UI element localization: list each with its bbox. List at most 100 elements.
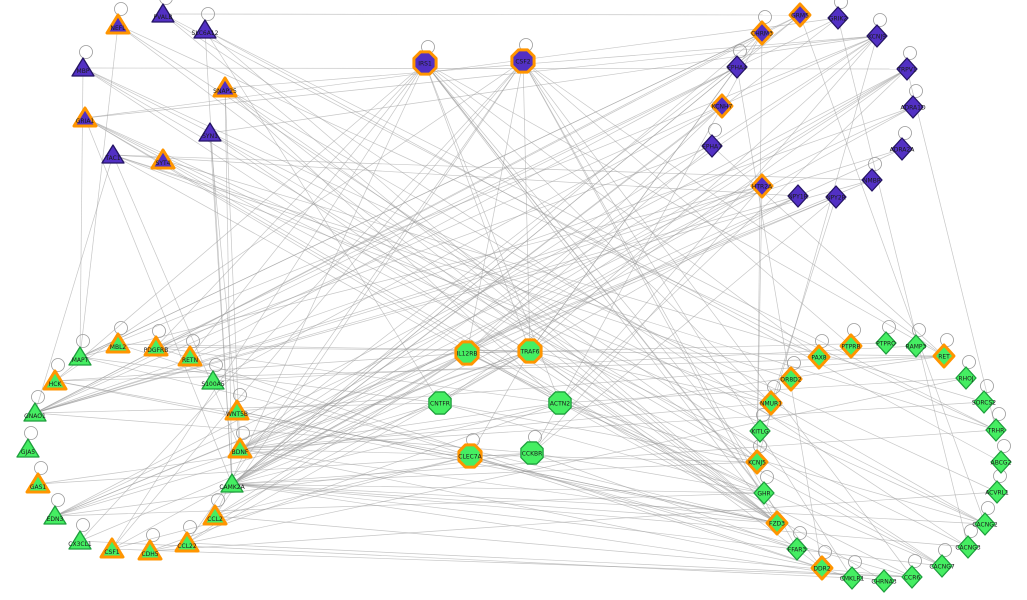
diamond-glyph: [825, 185, 847, 209]
self-loop-HCK: [51, 358, 65, 372]
edge-CCKBR-NPY2R: [531, 196, 837, 454]
edge-IRS1-RETN: [189, 62, 426, 358]
edge-ADRA2A-GNAO1: [34, 148, 903, 414]
node-CSF2[interactable]: CSF2: [510, 48, 536, 74]
node-CACNG2[interactable]: CACNG2: [972, 512, 998, 536]
edge-WNT5B-RET: [236, 355, 945, 412]
node-ADRA1D[interactable]: ADRA1D: [900, 95, 926, 119]
edge-CCKBR-EDN3: [54, 452, 533, 517]
node-IL12RB[interactable]: IL12RB: [454, 340, 480, 366]
node-DDR2[interactable]: DDR2: [810, 555, 834, 581]
diamond-glyph: [726, 55, 748, 79]
edge-MBP-ACVRL1: [82, 67, 998, 493]
node-ACTN2[interactable]: ACTN2: [548, 391, 572, 415]
edge-SYT4-SORCS2: [162, 159, 985, 403]
node-NMBR[interactable]: NMBR: [861, 168, 883, 192]
edge-FZD3-TAC1: [112, 154, 778, 524]
self-loop-KITLG: [756, 408, 770, 422]
node-KCNJ5[interactable]: KCNJ5: [745, 449, 769, 475]
node-CHRNA3[interactable]: CHRNA3: [871, 569, 897, 593]
node-MAPT[interactable]: MAPT: [68, 346, 92, 366]
node-CNTFR[interactable]: CNTFR: [428, 391, 452, 415]
node-SLC6A12[interactable]: SLC6A12: [192, 19, 219, 39]
edge-KCNJ9-GNAO1: [34, 35, 878, 414]
node-CX3CL1[interactable]: CX3CL1: [68, 530, 92, 550]
node-CLEC7A[interactable]: CLEC7A: [457, 443, 483, 469]
node-GJA5[interactable]: GJA5: [16, 438, 40, 458]
diamond-glyph: [807, 344, 831, 370]
node-KCNH7[interactable]: KCNH7: [710, 93, 734, 119]
edge-BDNF-NMUR1: [239, 402, 772, 450]
edge-GRM5-CACNG2: [799, 14, 986, 525]
node-MBP[interactable]: MBP: [71, 57, 95, 77]
node-IRS1[interactable]: IRS1: [412, 50, 438, 76]
triangle-glyph: [105, 13, 131, 35]
node-NEFL[interactable]: NEFL: [105, 13, 131, 35]
self-loop-NEFL: [114, 2, 128, 16]
triangle-glyph: [220, 473, 244, 493]
node-CCR6[interactable]: CCR6: [901, 565, 923, 589]
edge-CAMK2A-TRHR: [231, 429, 997, 485]
node-CACNG7[interactable]: CACNG7: [929, 554, 955, 578]
edge-CCKBR-GNAO1: [34, 412, 533, 454]
self-loop-PDGFRB: [152, 324, 166, 338]
node-PAX8[interactable]: PAX8: [807, 344, 831, 370]
edge-CAMK2A-ADRA1D: [231, 106, 914, 485]
node-SORCS2[interactable]: SORCS2: [972, 390, 996, 414]
edge-CSF2-CSF1: [111, 60, 524, 550]
edge-NEFL-CACNG7: [117, 24, 943, 567]
edge-CAMK2A-GRIA1: [84, 117, 233, 485]
node-S100A5[interactable]: S100A5: [201, 370, 225, 390]
self-loop-MBL2: [114, 321, 128, 335]
node-HCK[interactable]: HCK: [42, 369, 68, 391]
edge-NMBR-GNAO1: [34, 179, 873, 414]
node-TAC1[interactable]: TAC1: [101, 144, 125, 164]
node-PTPRO[interactable]: PTPRO: [875, 331, 897, 355]
edge-SYN1-KCNJ9: [209, 35, 878, 134]
self-loop-GNAO1: [31, 390, 45, 404]
diamond-glyph: [710, 93, 734, 119]
node-FZD3[interactable]: FZD3: [765, 510, 789, 536]
triangle-glyph: [68, 346, 92, 366]
edge-FZD3-PVALB: [162, 13, 778, 524]
node-PVALB[interactable]: PVALB: [151, 3, 175, 23]
node-CHRM3[interactable]: CHRM3: [750, 20, 774, 46]
diamond-glyph: [861, 168, 883, 192]
edge-GRIA1-CACNG7: [84, 117, 943, 567]
node-PTPRB[interactable]: PTPRB: [839, 333, 863, 359]
node-CMKLR1[interactable]: CMKLR1: [840, 566, 865, 590]
triangle-glyph: [99, 537, 125, 559]
triangle-glyph: [23, 402, 47, 422]
self-loop-GHR: [760, 470, 774, 484]
node-OR8D2[interactable]: OR8D2: [779, 366, 803, 392]
node-GNAO1[interactable]: GNAO1: [23, 402, 47, 422]
node-CACNG3[interactable]: CACNG3: [955, 535, 981, 559]
node-GRM5[interactable]: GRM5: [788, 2, 812, 28]
node-NPY1R[interactable]: NPY1R: [787, 184, 809, 208]
edge-CLEC7A-CCL2: [214, 455, 471, 517]
node-EPHA4[interactable]: EPHA4: [726, 55, 748, 79]
node-ACVRL1[interactable]: ACVRL1: [985, 480, 1009, 504]
diamond-glyph: [753, 481, 775, 505]
node-ABCG2[interactable]: ABCG2: [990, 450, 1012, 474]
node-CCL2[interactable]: CCL2: [202, 504, 228, 526]
node-CCL22[interactable]: CCL22: [174, 531, 200, 553]
edge-CSF2-CMKLR1: [522, 60, 853, 579]
edge-TAC1-NMBR: [112, 154, 873, 181]
edge-KCNH7-S100A5: [212, 105, 723, 382]
edge-CAMK2A-KCNJ9: [231, 35, 878, 485]
node-RET[interactable]: RET: [932, 343, 956, 369]
node-CCKBR[interactable]: CCKBR: [520, 441, 544, 465]
self-loop-CACNG2: [981, 501, 995, 515]
node-TRAF6[interactable]: TRAF6: [517, 338, 543, 364]
edge-IRS1-CCL2: [214, 62, 426, 517]
node-GRIK2[interactable]: GRIK2: [827, 6, 849, 30]
node-NPY2R[interactable]: NPY2R: [825, 185, 847, 209]
node-FFAR3[interactable]: FFAR3: [786, 537, 808, 561]
node-RHOJ[interactable]: RHOJ: [955, 366, 977, 390]
node-TRHR[interactable]: TRHR: [985, 418, 1007, 442]
node-ADRA2A[interactable]: ADRA2A: [890, 137, 916, 161]
node-CSF1[interactable]: CSF1: [99, 537, 125, 559]
node-PDGFRB[interactable]: PDGFRB: [143, 335, 169, 357]
